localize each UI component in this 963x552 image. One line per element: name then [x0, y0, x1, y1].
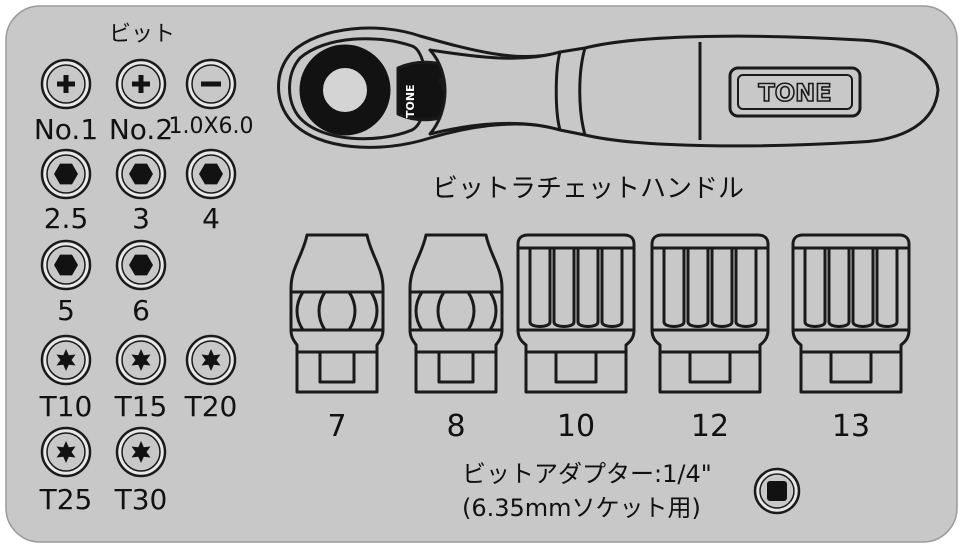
socket-icon	[650, 233, 770, 394]
bit-label: T10	[39, 390, 93, 423]
adapter-label-line1: ビットアダプター:1/4"	[462, 460, 712, 488]
bit-torx-icon	[115, 426, 167, 478]
handle-label: ビットラチェットハンドル	[431, 174, 745, 204]
bit-label: No.2	[108, 113, 174, 146]
socket-icon	[289, 233, 385, 394]
square-drive-adapter-icon	[753, 467, 801, 515]
bit-plus-icon	[40, 58, 92, 110]
bit-label: T25	[39, 483, 93, 516]
bit-label: 5	[57, 294, 75, 327]
bit-label: 4	[202, 202, 220, 235]
bit-hex-icon	[40, 239, 92, 291]
socket-size-label: 10	[556, 409, 596, 444]
bit-torx-icon	[40, 426, 92, 478]
bit-label: 1.0X6.0	[168, 114, 254, 139]
bit-label: T15	[114, 390, 168, 423]
bit-hex-icon	[115, 148, 167, 200]
bit-label: 6	[132, 294, 150, 327]
socket-icon	[791, 233, 911, 394]
bit-label: T20	[184, 390, 238, 423]
ratchet-head-mark: TONE	[404, 84, 417, 118]
bit-label: T30	[114, 483, 168, 516]
ratchet-drive-hole	[321, 66, 369, 114]
bit-minus-icon	[185, 58, 237, 110]
bit-hex-icon	[115, 239, 167, 291]
handle-brand-text: TONE	[758, 79, 831, 107]
ratchet-shaft	[428, 48, 562, 136]
bit-torx-icon	[40, 334, 92, 386]
socket-size-label: 7	[327, 409, 347, 444]
socket-size-label: 13	[831, 409, 871, 444]
bit-hex-icon	[185, 148, 237, 200]
bit-hex-icon	[40, 148, 92, 200]
socket-icon	[408, 233, 504, 394]
tone-badge-icon: TONE	[728, 66, 862, 118]
bit-label: No.1	[33, 113, 99, 146]
bit-plus-icon	[115, 58, 167, 110]
bit-label: 2.5	[43, 202, 89, 235]
socket-icon	[516, 233, 636, 394]
bit-torx-icon	[185, 334, 237, 386]
bit-label: 3	[132, 202, 150, 235]
bits-heading: ビット	[108, 22, 176, 47]
socket-size-label: 12	[690, 409, 730, 444]
socket-size-label: 8	[446, 409, 466, 444]
bit-torx-icon	[115, 334, 167, 386]
adapter-label-line2: (6.35mmソケット用)	[462, 494, 701, 522]
